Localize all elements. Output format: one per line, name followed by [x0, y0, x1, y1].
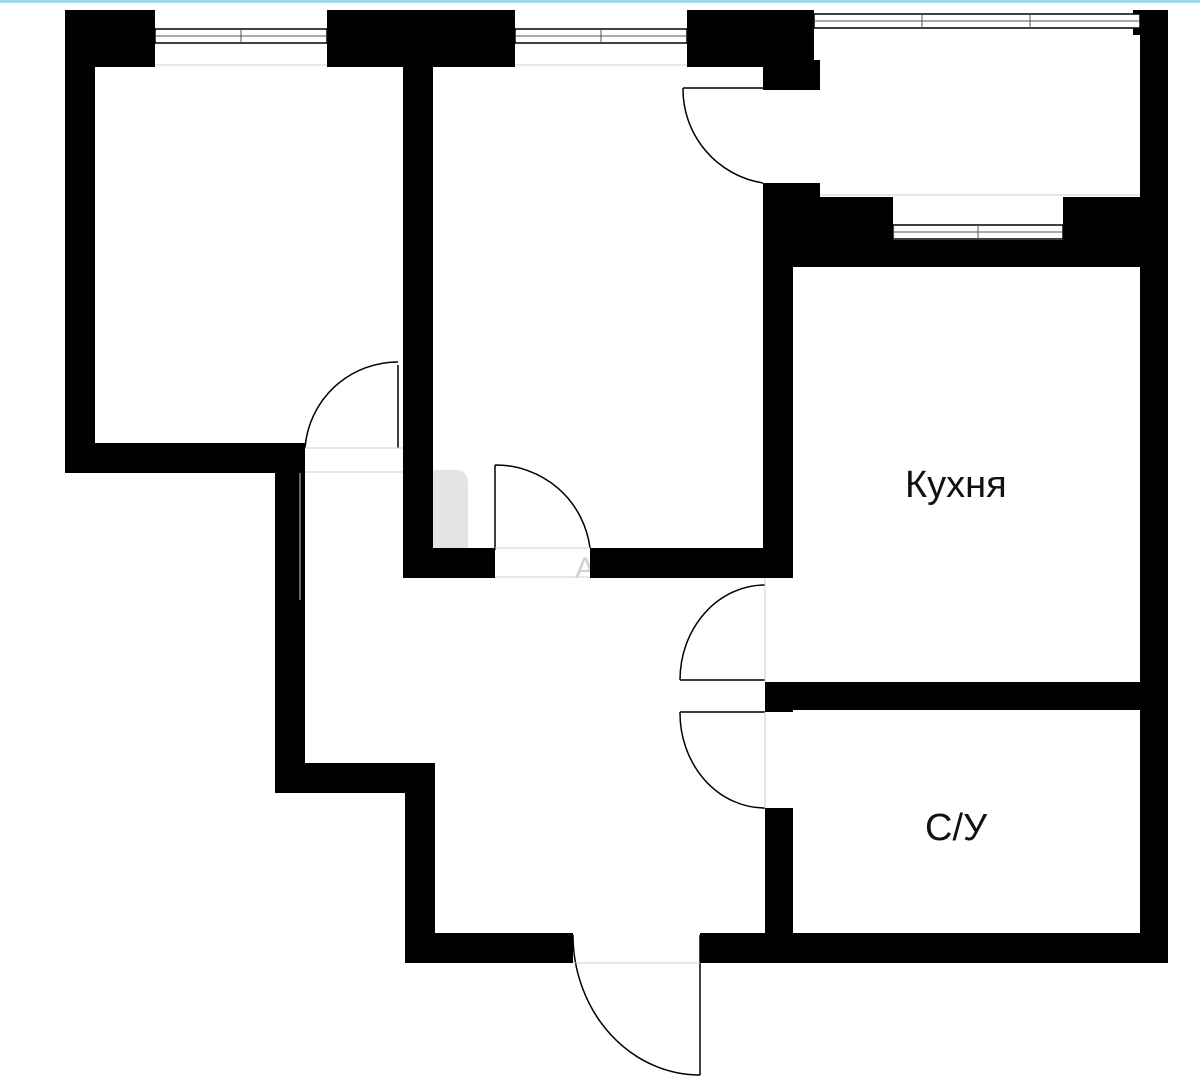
window-middle-room: [514, 28, 688, 44]
door-entrance: [572, 934, 701, 1076]
door-bathroom: [679, 711, 766, 809]
doors: [304, 87, 766, 1076]
top-frame-line: [0, 0, 1200, 3]
room-label-kitchen: Кухня: [905, 464, 1007, 506]
opening-lines: [155, 64, 1140, 964]
door-left-room: [304, 361, 399, 449]
windows: [154, 13, 1141, 240]
door-balcony: [682, 87, 764, 184]
walls: [65, 10, 1168, 963]
room-label-bathroom: С/У: [925, 807, 988, 849]
door-kitchen: [679, 584, 766, 681]
door-middle-room: [494, 464, 591, 550]
window-kitchen: [892, 224, 1064, 240]
window-balcony: [813, 13, 1141, 29]
window-left-room: [154, 28, 328, 44]
